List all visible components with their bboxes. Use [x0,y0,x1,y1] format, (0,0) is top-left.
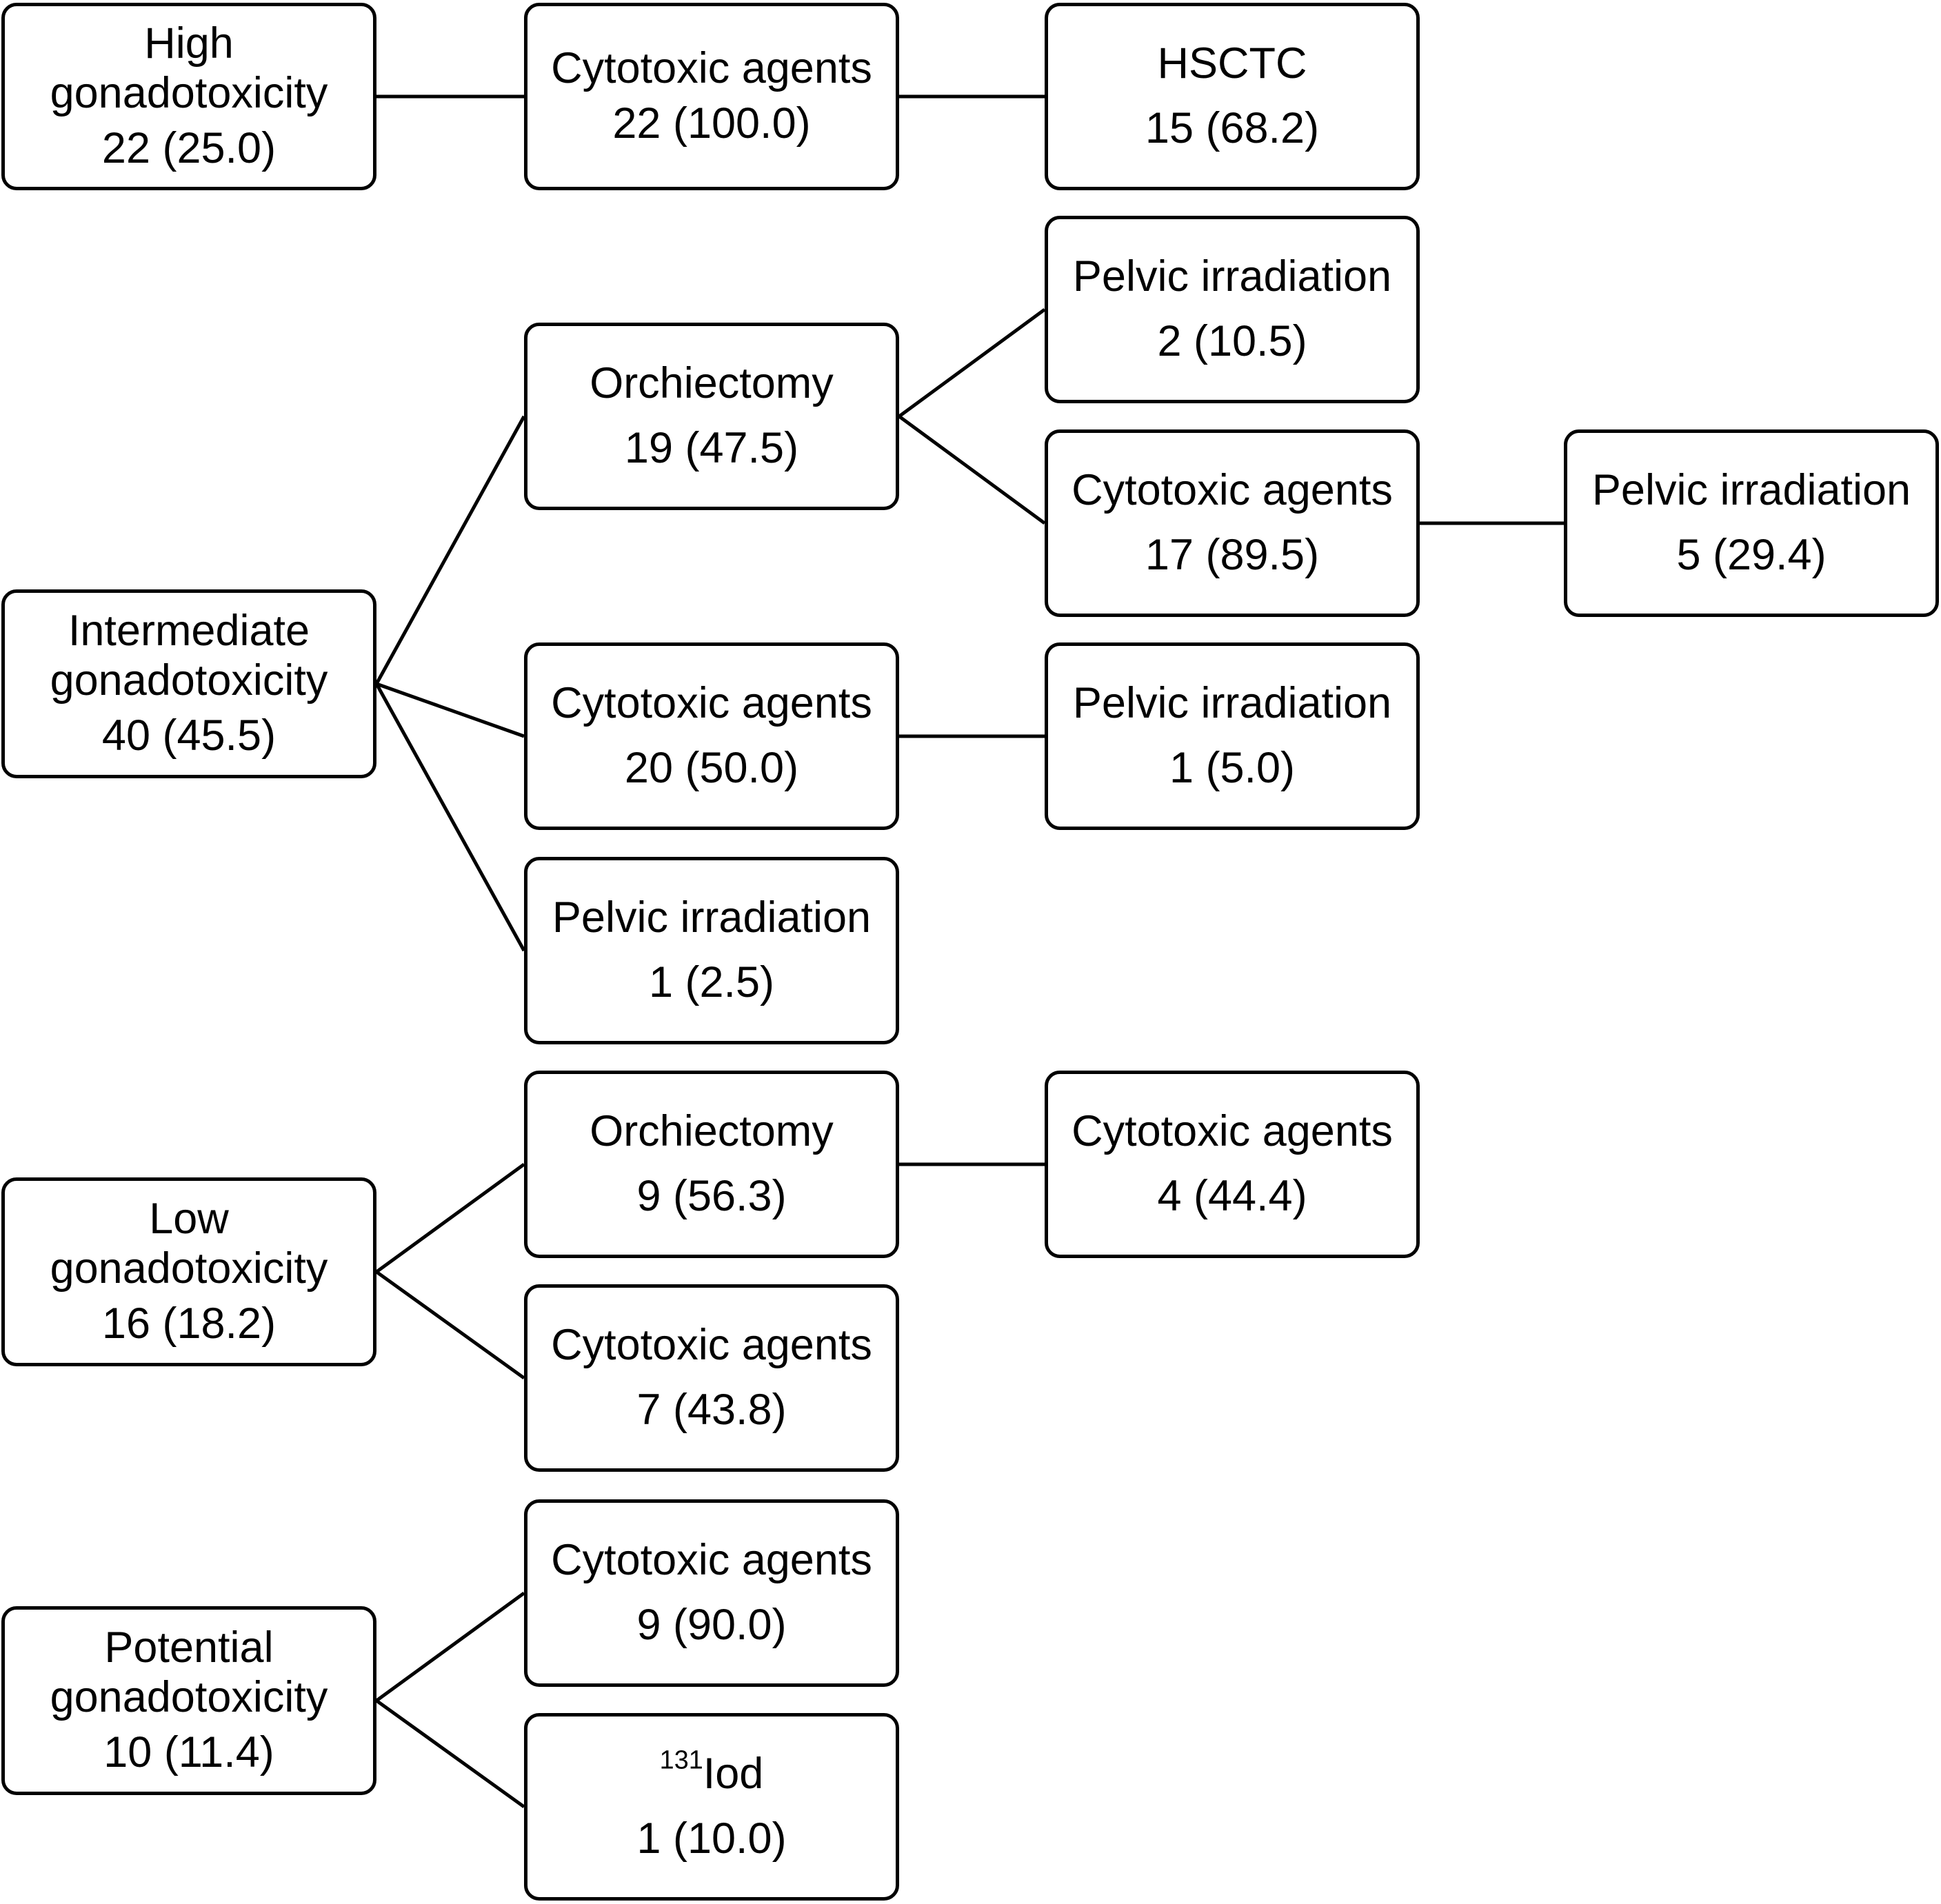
node-count: 1 (2.5) [648,958,775,1006]
node-hsctc: HSCTC 15 (68.2) [1045,3,1420,190]
node-count: 1 (5.0) [1169,744,1296,792]
node-potential-gonadotoxicity: Potential gonadotoxicity 10 (11.4) [1,1606,376,1795]
node-label: Pelvic irradiation [552,893,872,942]
node-low-gonadotoxicity: Low gonadotoxicity 16 (18.2) [1,1177,376,1366]
node-intermediate-gonadotoxicity: Intermediate gonadotoxicity 40 (45.5) [1,589,376,778]
connector-low-to-low_cyto [375,1270,525,1380]
node-label: 131Iod [660,1748,764,1799]
node-label: Pelvic irradiation [1072,252,1392,301]
node-label: Cytotoxic agents [551,44,872,93]
node-label: Cytotoxic agents [551,679,872,728]
node-count: 1 (10.0) [636,1814,787,1863]
node-count: 17 (89.5) [1145,531,1320,579]
node-count: 20 (50.0) [624,744,799,792]
node-count: 22 (100.0) [612,99,811,148]
node-orchiectomy-pelvic-irradiation: Pelvic irradiation 2 (10.5) [1045,216,1420,403]
node-count: 7 (43.8) [636,1386,787,1434]
node-label: Cytotoxic agents [1072,1107,1393,1156]
node-count: 9 (90.0) [636,1601,787,1649]
node-label: HSCTC [1157,39,1307,88]
node-label: Cytotoxic agents [551,1321,872,1370]
connector-inter_orch-to-inter_orch_cyto [898,414,1046,525]
node-label: Intermediate gonadotoxicity [50,607,328,705]
connector-inter_orch-to-inter_orch_pelvic [898,307,1046,418]
connector-inter-to-inter_pelvic [374,682,526,952]
node-potential-cytotoxic-agents: Cytotoxic agents 9 (90.0) [524,1499,899,1687]
node-orchiectomy-cytotoxic-agents: Cytotoxic agents 17 (89.5) [1045,429,1420,617]
node-label: Potential gonadotoxicity [50,1623,328,1722]
node-count: 2 (10.5) [1157,317,1307,365]
node-count: 16 (18.2) [101,1299,276,1348]
node-intermediate-pelvic-irradiation: Pelvic irradiation 1 (2.5) [524,857,899,1044]
connector-pot-to-pot_iod [375,1699,525,1809]
node-high-cytotoxic-agents: Cytotoxic agents 22 (100.0) [524,3,899,190]
node-label: High gonadotoxicity [50,19,328,118]
node-count: 10 (11.4) [103,1728,274,1776]
node-label: Cytotoxic agents [1072,466,1393,515]
node-count: 4 (44.4) [1157,1172,1307,1220]
node-low-cytotoxic-agents: Cytotoxic agents 7 (43.8) [524,1284,899,1472]
connector-low-to-low_orch [375,1162,525,1274]
node-label: Orchiectomy [590,1107,834,1156]
node-cytotoxic-pelvic-irradiation: Pelvic irradiation 1 (5.0) [1045,642,1420,830]
node-label: Cytotoxic agents [551,1536,872,1585]
node-label: Low gonadotoxicity [50,1195,328,1293]
node-intermediate-orchiectomy: Orchiectomy 19 (47.5) [524,323,899,510]
node-label: Pelvic irradiation [1591,466,1911,515]
node-count: 15 (68.2) [1145,104,1320,152]
node-intermediate-cytotoxic-agents: Cytotoxic agents 20 (50.0) [524,642,899,830]
node-low-orchiectomy-cytotoxic-agents: Cytotoxic agents 4 (44.4) [1045,1071,1420,1258]
node-low-orchiectomy: Orchiectomy 9 (56.3) [524,1071,899,1258]
node-count: 40 (45.5) [101,711,276,760]
connector-inter-to-inter_cyto [376,682,525,738]
node-high-gonadotoxicity: High gonadotoxicity 22 (25.0) [1,3,376,190]
node-count: 9 (56.3) [636,1172,787,1220]
isotope-element: Iod [703,1750,764,1799]
connector-pot-to-pot_cyto [375,1591,525,1703]
isotope-mass-number: 131 [659,1745,703,1775]
node-orchiectomy-cytotoxic-pelvic-irradiation: Pelvic irradiation 5 (29.4) [1564,429,1939,617]
node-count: 19 (47.5) [624,424,799,472]
node-count: 5 (29.4) [1676,531,1827,579]
node-iodine-131: 131Iod 1 (10.0) [524,1713,899,1901]
node-count: 22 (25.0) [101,123,276,172]
connector-inter-to-inter_orch [374,415,526,685]
node-label: Orchiectomy [590,359,834,408]
node-label: Pelvic irradiation [1072,679,1392,728]
